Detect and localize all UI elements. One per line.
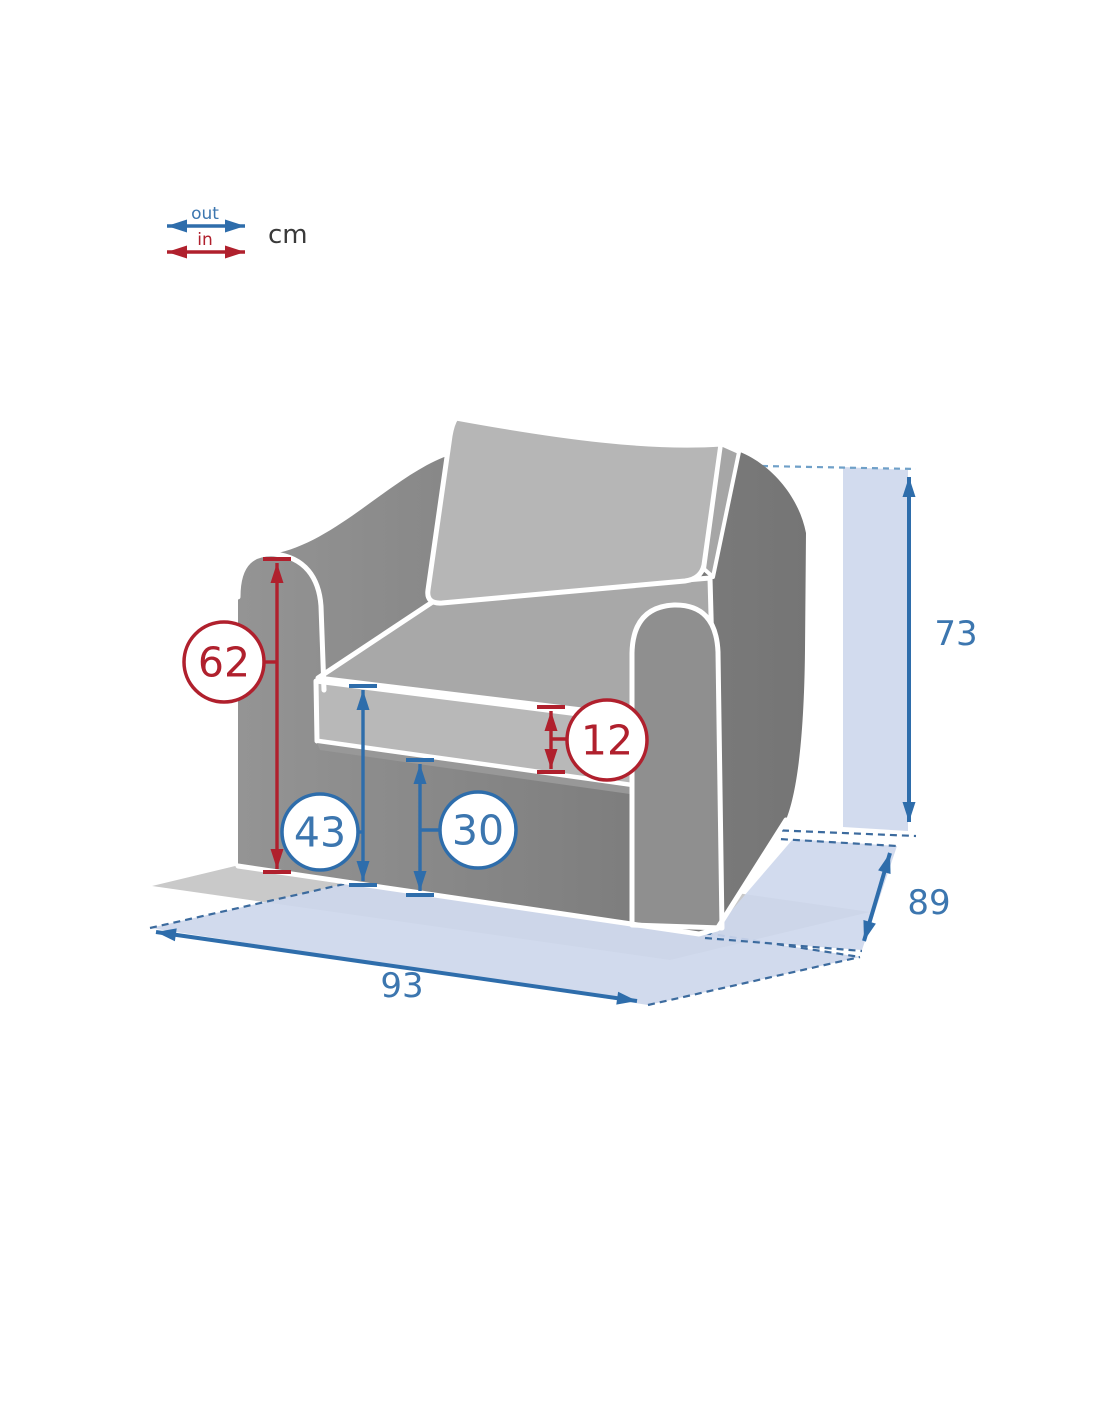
cushion-thickness-value: 12 — [581, 716, 633, 764]
legend-out-label: out — [191, 204, 219, 224]
cushion-thickness-badge — [565, 698, 649, 782]
dim-under-seat-height: 30 — [406, 758, 518, 897]
height-top-reference-line — [761, 464, 917, 471]
legend-unit-label: cm — [268, 220, 308, 250]
depth-value: 89 — [907, 883, 950, 923]
arm-height-badge — [182, 620, 266, 704]
seat-height-value: 43 — [294, 808, 346, 856]
height-reference-band — [761, 464, 917, 838]
total-height-value: 73 — [934, 614, 977, 654]
height-bottom-reference-line — [769, 828, 917, 838]
under-seat-value: 30 — [452, 806, 504, 854]
back-cushion — [425, 415, 724, 606]
seat-platform-lip — [317, 743, 644, 796]
under-seat-badge — [438, 790, 518, 870]
depth-band-plane — [707, 839, 897, 950]
width-arrow — [155, 928, 638, 1005]
right-arm-panel — [629, 602, 725, 931]
chair-bottom-outline — [235, 817, 789, 937]
seat-height-badge — [280, 792, 360, 872]
arm-height-value: 62 — [198, 638, 250, 686]
height-band-plane — [843, 467, 908, 831]
dim-arm-height: 62 — [182, 557, 291, 874]
dim-depth: 89 — [862, 852, 951, 942]
dim-cushion-thickness: 12 — [537, 698, 649, 782]
back-cushion-side — [702, 442, 741, 579]
footprint-front-right-edge — [647, 955, 861, 1007]
dim-width: 93 — [155, 928, 638, 1006]
legend: out in cm — [167, 204, 308, 259]
armchair-illustration — [235, 415, 806, 937]
depth-bottom-reference-line — [704, 936, 863, 953]
dim-total-height: 73 — [902, 477, 978, 822]
left-arm-outline — [235, 551, 327, 693]
depth-arrow — [862, 852, 892, 942]
dim-seat-height: 43 — [280, 684, 377, 887]
width-value: 93 — [380, 966, 423, 1006]
legend-in-label: in — [197, 230, 213, 250]
footprint-back-left-edge — [149, 878, 363, 930]
